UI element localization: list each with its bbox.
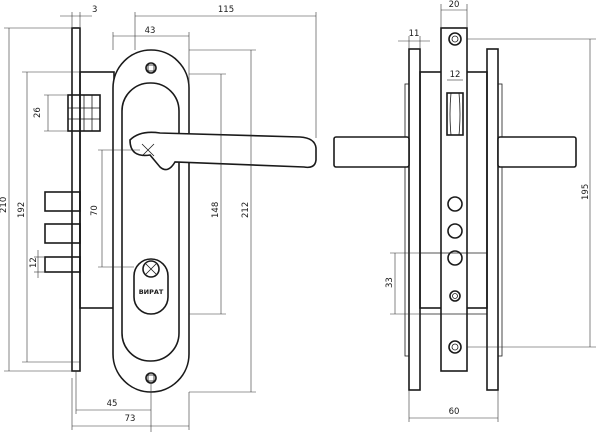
cylinder-logo: ВИРАТ xyxy=(139,288,164,296)
dim-60: 60 xyxy=(449,407,460,417)
dim-195: 195 xyxy=(581,184,591,200)
deadbolt-hole-2-icon xyxy=(447,223,463,239)
deadbolt-3 xyxy=(44,256,81,273)
dim-33: 33 xyxy=(385,277,395,288)
lock-body xyxy=(79,71,115,309)
dim-73: 73 xyxy=(125,414,136,424)
side-view: 20 11 12 195 33 60 xyxy=(333,0,596,422)
top-screw-icon xyxy=(145,62,157,74)
deadbolt-2 xyxy=(44,223,81,244)
dim-11: 11 xyxy=(409,29,420,39)
dim-26: 26 xyxy=(33,107,43,118)
dim-12-side: 12 xyxy=(450,70,461,80)
dim-115: 115 xyxy=(218,5,234,15)
dim-192: 192 xyxy=(17,202,27,218)
lever-handle xyxy=(129,131,317,171)
dim-212: 212 xyxy=(241,202,251,218)
dim-148: 148 xyxy=(211,202,221,218)
bottom-mount-hole-icon xyxy=(448,340,462,354)
lever-left-side xyxy=(333,136,410,168)
dim-43: 43 xyxy=(145,26,156,36)
deadbolt-hole-1-icon xyxy=(447,196,463,212)
left-escutcheon-side xyxy=(408,48,421,391)
cylinder-screw-icon xyxy=(449,290,461,302)
front-view: ВИРАТ 3 115 43 26 210 192 xyxy=(0,5,317,432)
dim-12-front: 12 xyxy=(29,257,39,268)
dim-210: 210 xyxy=(0,197,9,213)
face-plate xyxy=(71,27,81,372)
lever-right-side xyxy=(497,136,577,168)
keyhole-icon xyxy=(142,260,160,278)
latch-profile xyxy=(446,92,464,136)
top-mount-hole-icon xyxy=(448,32,462,46)
escutcheon-recess xyxy=(121,82,180,362)
dim-3: 3 xyxy=(92,5,97,15)
dim-70: 70 xyxy=(90,205,100,216)
deadbolt-1 xyxy=(44,191,81,212)
dim-20: 20 xyxy=(449,0,460,10)
key-cylinder xyxy=(133,258,169,315)
dim-45: 45 xyxy=(107,399,118,409)
deadbolt-hole-3-icon xyxy=(447,250,463,266)
right-escutcheon-side xyxy=(486,48,499,391)
